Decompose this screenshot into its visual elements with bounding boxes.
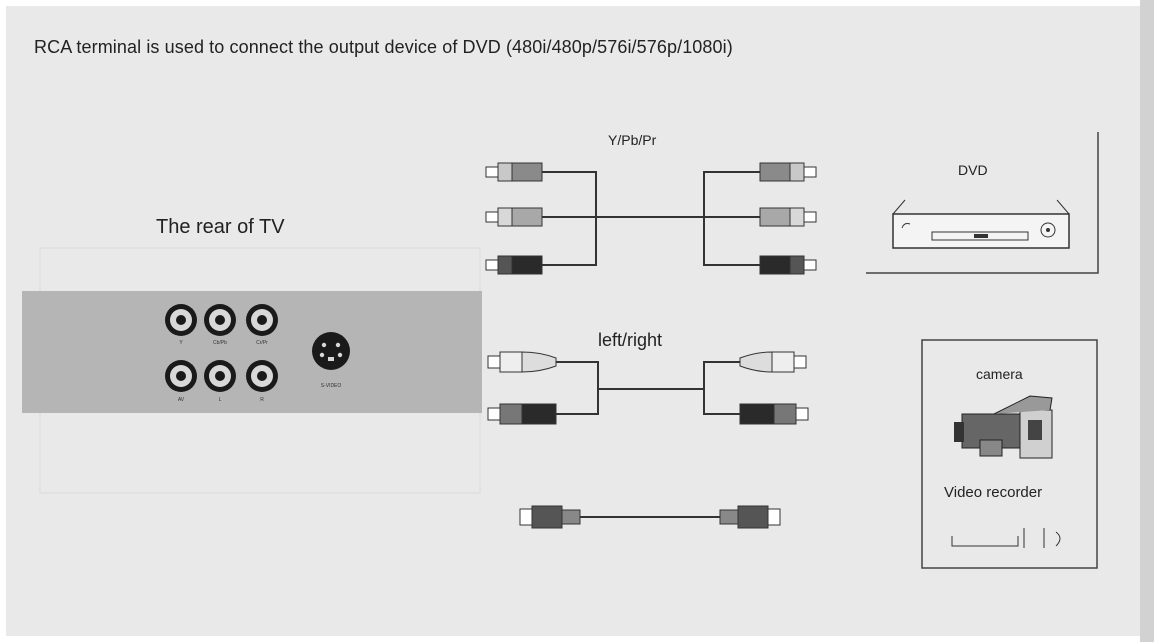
jack-pr (246, 304, 278, 336)
audio-cable (556, 361, 740, 415)
audio-plugs-right (739, 351, 809, 425)
port-label-av: AV (178, 397, 185, 403)
component-plugs-right (759, 162, 817, 275)
component-cable (542, 171, 760, 266)
video-recorder-label: Video recorder (944, 484, 1043, 501)
svideo-cable (519, 505, 781, 529)
camera-label: camera (976, 366, 1023, 382)
port-label-y: Y (179, 340, 183, 346)
page-edge (1140, 0, 1154, 642)
port-label-pr: Cr/Pr (256, 340, 268, 346)
audio-cable-label: left/right (598, 330, 663, 350)
svideo-label: S-VIDEO (321, 383, 342, 389)
port-label-r: R (260, 397, 264, 403)
tv-rear-label: The rear of TV (156, 216, 285, 238)
jack-y (165, 304, 197, 336)
audio-plugs-left (487, 351, 557, 425)
jack-pb (204, 304, 236, 336)
jack-l (204, 360, 236, 392)
component-cable-label: Y/Pb/Pr (608, 132, 657, 148)
camera-recorder-device (921, 339, 1098, 569)
dvd-device (866, 132, 1099, 274)
svideo-port (312, 332, 350, 370)
video-recorder-icon (951, 528, 1061, 548)
port-label-pb: Cb/Pb (213, 340, 227, 346)
dvd-label: DVD (958, 162, 988, 178)
diagram-title: RCA terminal is used to connect the outp… (34, 37, 733, 57)
jack-r (246, 360, 278, 392)
component-plugs-left (485, 162, 543, 275)
camera-icon (954, 395, 1053, 459)
port-label-l: L (219, 397, 222, 403)
jack-av (165, 360, 197, 392)
